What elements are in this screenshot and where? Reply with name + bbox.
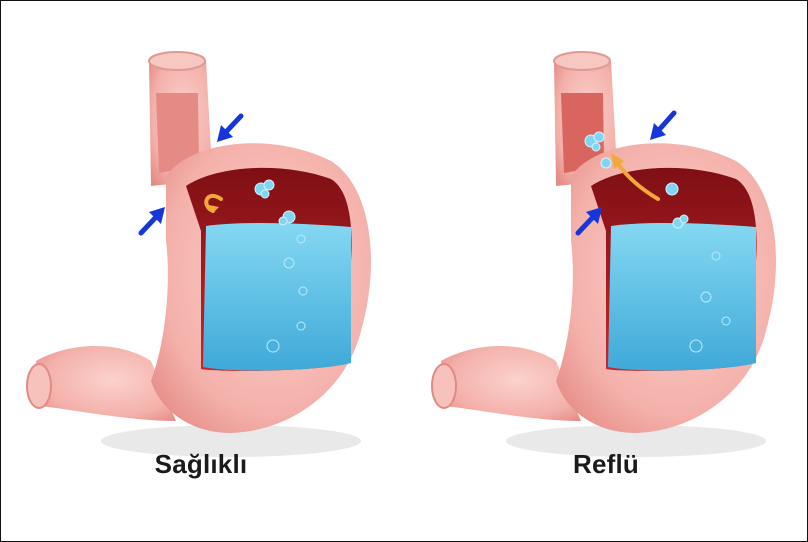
esophagus-opening [149,52,205,70]
down-left-arrow-icon [650,113,674,140]
stomach-acid [203,223,351,370]
panel-healthy: Sağlıklı [1,1,401,541]
panel-reflux: Reflü [406,1,806,541]
down-left-arrow-icon [217,116,241,142]
duodenum-opening [432,364,456,408]
esophagus-opening [554,52,610,70]
duodenum-opening [27,364,51,408]
caption-healthy: Sağlıklı [1,449,401,480]
caption-reflux: Reflü [406,449,806,480]
stomach-acid [608,223,756,370]
up-right-arrow-icon [141,207,165,233]
